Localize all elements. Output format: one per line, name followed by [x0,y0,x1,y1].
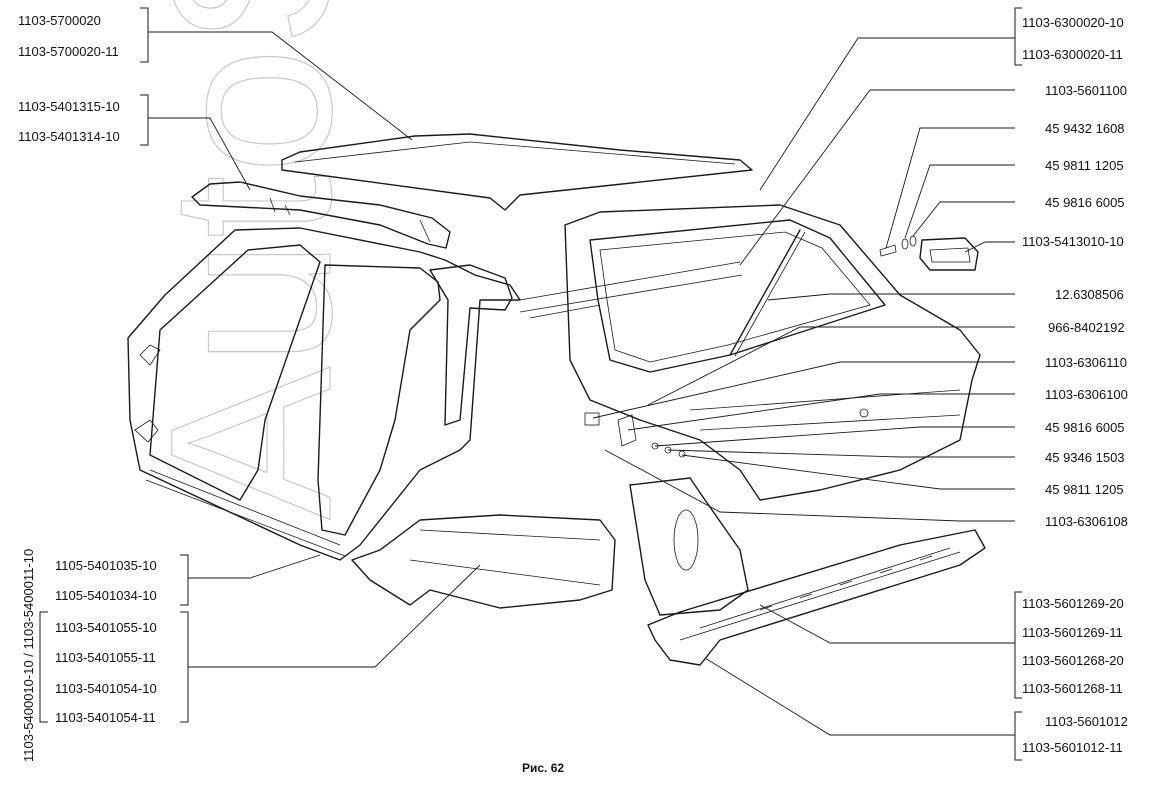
label-bracket: 1103-6306108 [1045,514,1128,529]
gas-strut [729,229,801,356]
leader-lines [148,31,1015,736]
label-vertical-assembly: 1103-5400010-10 / 1103-5400011-10 [21,549,36,762]
label-sill-b: 1105-5401034-10 [55,588,157,603]
rocker-beam [647,529,986,666]
label-rear-c: 1103-5601268-20 [1022,653,1124,668]
floor-panel [351,514,616,609]
label-lock: 966-8402192 [1048,320,1125,335]
rear-pillar [629,477,749,616]
label-sill-a: 1105-5401035-10 [55,558,157,573]
label-roof-a: 1103-5700020 [18,13,101,28]
label-floor-d: 1103-5401054-11 [55,710,156,725]
label-strut: 12.6308506 [1055,287,1124,302]
label-side-a: 1103-6300020-10 [1022,15,1124,30]
label-washer1: 45 9811 1205 [1045,158,1124,173]
brackets [39,7,1022,761]
label-bolt: 45 9432 1608 [1045,121,1125,136]
label-side-b: 1103-6300020-11 [1022,47,1123,62]
label-beam-a: 1103-5601012 [1045,714,1128,729]
label-hinge: 1103-6306100 [1045,387,1128,402]
roof-rail [191,181,451,249]
door-handle [919,237,979,271]
label-rear-b: 1103-5601269-11 [1022,625,1123,640]
label-floor-b: 1103-5401055-11 [55,650,156,665]
watermark: AutoSoft [121,0,379,521]
label-rail-b: 1103-5401314-10 [18,129,120,144]
roof-panel [281,133,753,211]
label-rail-a: 1103-5401315-10 [18,99,120,114]
label-floor-a: 1103-5401055-10 [55,620,157,635]
label-handle: 1103-5413010-10 [1022,234,1124,249]
label-washer2: 45 9816 6005 [1045,195,1125,210]
label-washer3: 45 9816 6005 [1045,420,1125,435]
rear-side-panel [564,204,981,501]
part-labels: 1103-5700020 1103-5700020-11 1103-540131… [18,13,1128,762]
watermark-text: AutoSoft [122,0,379,520]
label-rear-d: 1103-5601268-11 [1022,681,1123,696]
hinge [617,414,637,447]
bolt [879,244,897,257]
label-panel: 1103-5601100 [1045,83,1127,98]
label-floor-c: 1103-5401054-10 [55,681,157,696]
body-drawing [127,133,986,666]
side-frame [127,227,521,561]
label-roof-b: 1103-5700020-11 [18,44,119,59]
label-washer4: 45 9811 1205 [1045,482,1124,497]
buffer [584,412,600,426]
figure-caption: Рис. 62 [522,761,564,775]
label-buffer: 1103-6306110 [1045,355,1127,370]
label-rear-a: 1103-5601269-20 [1022,596,1124,611]
label-bolt2: 45 9346 1503 [1045,450,1125,465]
label-beam-b: 1103-5601012-11 [1022,740,1123,755]
